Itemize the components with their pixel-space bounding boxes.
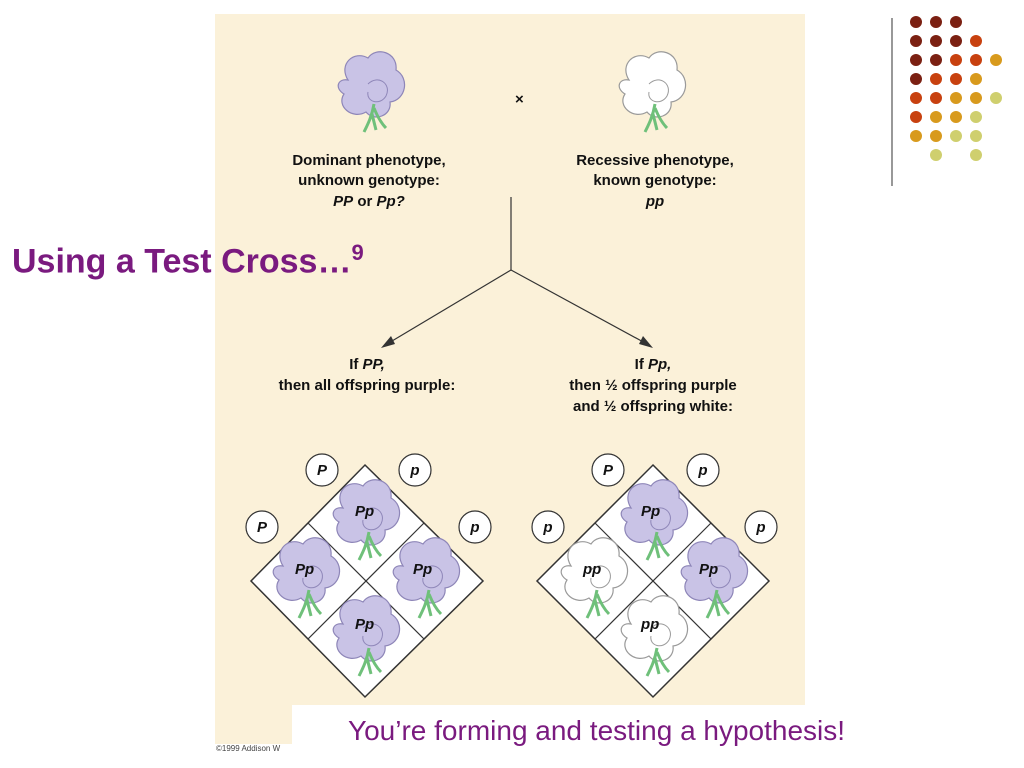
parent-purple-flower-icon: [336, 50, 407, 134]
left-parent-label-2: unknown genotype:: [298, 172, 440, 189]
slide-caption: You’re forming and testing a hypothesis!: [348, 715, 846, 746]
left-cell-bottom-genotype: Pp: [355, 616, 374, 633]
right-outcome-line1: If Pp,: [635, 356, 672, 373]
test-cross-diagram: × Dominant phenotype, unknown genotype: …: [245, 50, 778, 699]
left-outcome-line2: then all offspring purple:: [279, 377, 456, 394]
right-punnett-square: Pp pp Pp pp P p p p: [531, 453, 778, 699]
right-cell-right-genotype: Pp: [699, 561, 718, 578]
right-top-left-allele: P: [603, 462, 614, 479]
dot-pattern-icon: [910, 16, 1002, 161]
left-outcome-line1: If PP,: [349, 356, 385, 373]
right-cell-bottom-genotype: pp: [640, 616, 659, 633]
left-parent-label-1: Dominant phenotype,: [292, 152, 445, 169]
cross-symbol: ×: [515, 91, 524, 108]
parent-white-flower-icon: [617, 50, 688, 134]
slide-title-text: Using a Test Cross…: [12, 242, 352, 281]
genotype-pp-question: Pp?: [377, 193, 405, 210]
branch-lines: [386, 197, 648, 345]
decorative-dot-grid: [891, 16, 1002, 186]
right-arrowhead-icon: [639, 336, 653, 348]
left-parent-genotypes: PP or Pp?: [333, 193, 405, 210]
test-cross-figure: × Dominant phenotype, unknown genotype: …: [215, 14, 805, 744]
or-word: or: [357, 193, 372, 210]
right-parent-label-1: Recessive phenotype,: [576, 152, 734, 169]
right-parent-label-2: known genotype:: [593, 172, 716, 189]
right-side-left-allele: p: [542, 519, 552, 536]
right-cell-top-genotype: Pp: [641, 503, 660, 520]
right-outcome-line2: then ½ offspring purple: [569, 377, 737, 394]
right-parent-genotype: pp: [645, 193, 664, 210]
copyright-notice: ©1999 Addison W: [216, 744, 281, 753]
left-side-left-allele: P: [257, 519, 268, 536]
left-cell-left-genotype: Pp: [295, 561, 314, 578]
right-cell-left-genotype: pp: [582, 561, 601, 578]
left-top-left-allele: P: [317, 462, 328, 479]
left-cell-right-genotype: Pp: [413, 561, 432, 578]
left-arrowhead-icon: [381, 336, 395, 348]
left-cell-top-genotype: Pp: [355, 503, 374, 520]
right-side-right-allele: p: [755, 519, 765, 536]
left-punnett-square: Pp Pp Pp Pp P p P p: [245, 453, 492, 699]
caption-box: You’re forming and testing a hypothesis!: [292, 705, 1024, 768]
slide-title: Using a Test Cross…9: [12, 240, 364, 281]
slide-title-footnote: 9: [351, 240, 364, 265]
right-top-right-allele: p: [697, 462, 707, 479]
right-outcome-line3: and ½ offspring white:: [573, 398, 733, 415]
genotype-pp-upper: PP: [333, 193, 354, 210]
left-side-right-allele: p: [469, 519, 479, 536]
left-top-right-allele: p: [409, 462, 419, 479]
